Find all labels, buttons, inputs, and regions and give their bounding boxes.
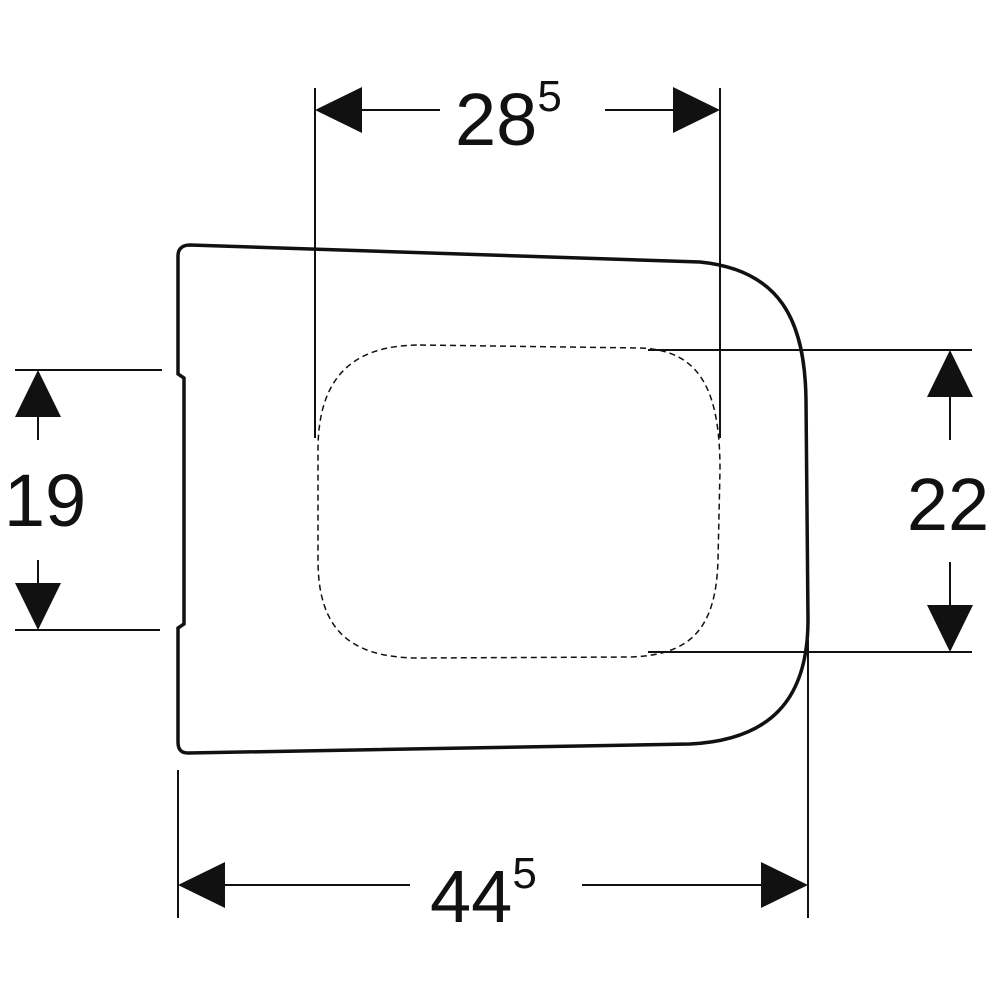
dimension-left: 19 <box>4 369 162 631</box>
dimension-right-value: 22 <box>907 463 989 546</box>
dimension-top-value: 28 <box>455 78 537 161</box>
dimension-bottom-value: 44 <box>430 855 512 938</box>
seat-opening-dashed <box>317 344 721 659</box>
dimension-bottom: 445 <box>177 640 809 938</box>
dimension-top-superscript: 5 <box>537 72 561 121</box>
dimension-right: 22 <box>648 349 989 653</box>
svg-text:445: 445 <box>430 849 537 938</box>
svg-text:285: 285 <box>455 72 562 161</box>
dimension-top: 285 <box>314 72 721 438</box>
seat-outline <box>176 243 810 755</box>
dimension-bottom-superscript: 5 <box>512 849 536 898</box>
dimension-left-value: 19 <box>4 459 86 542</box>
